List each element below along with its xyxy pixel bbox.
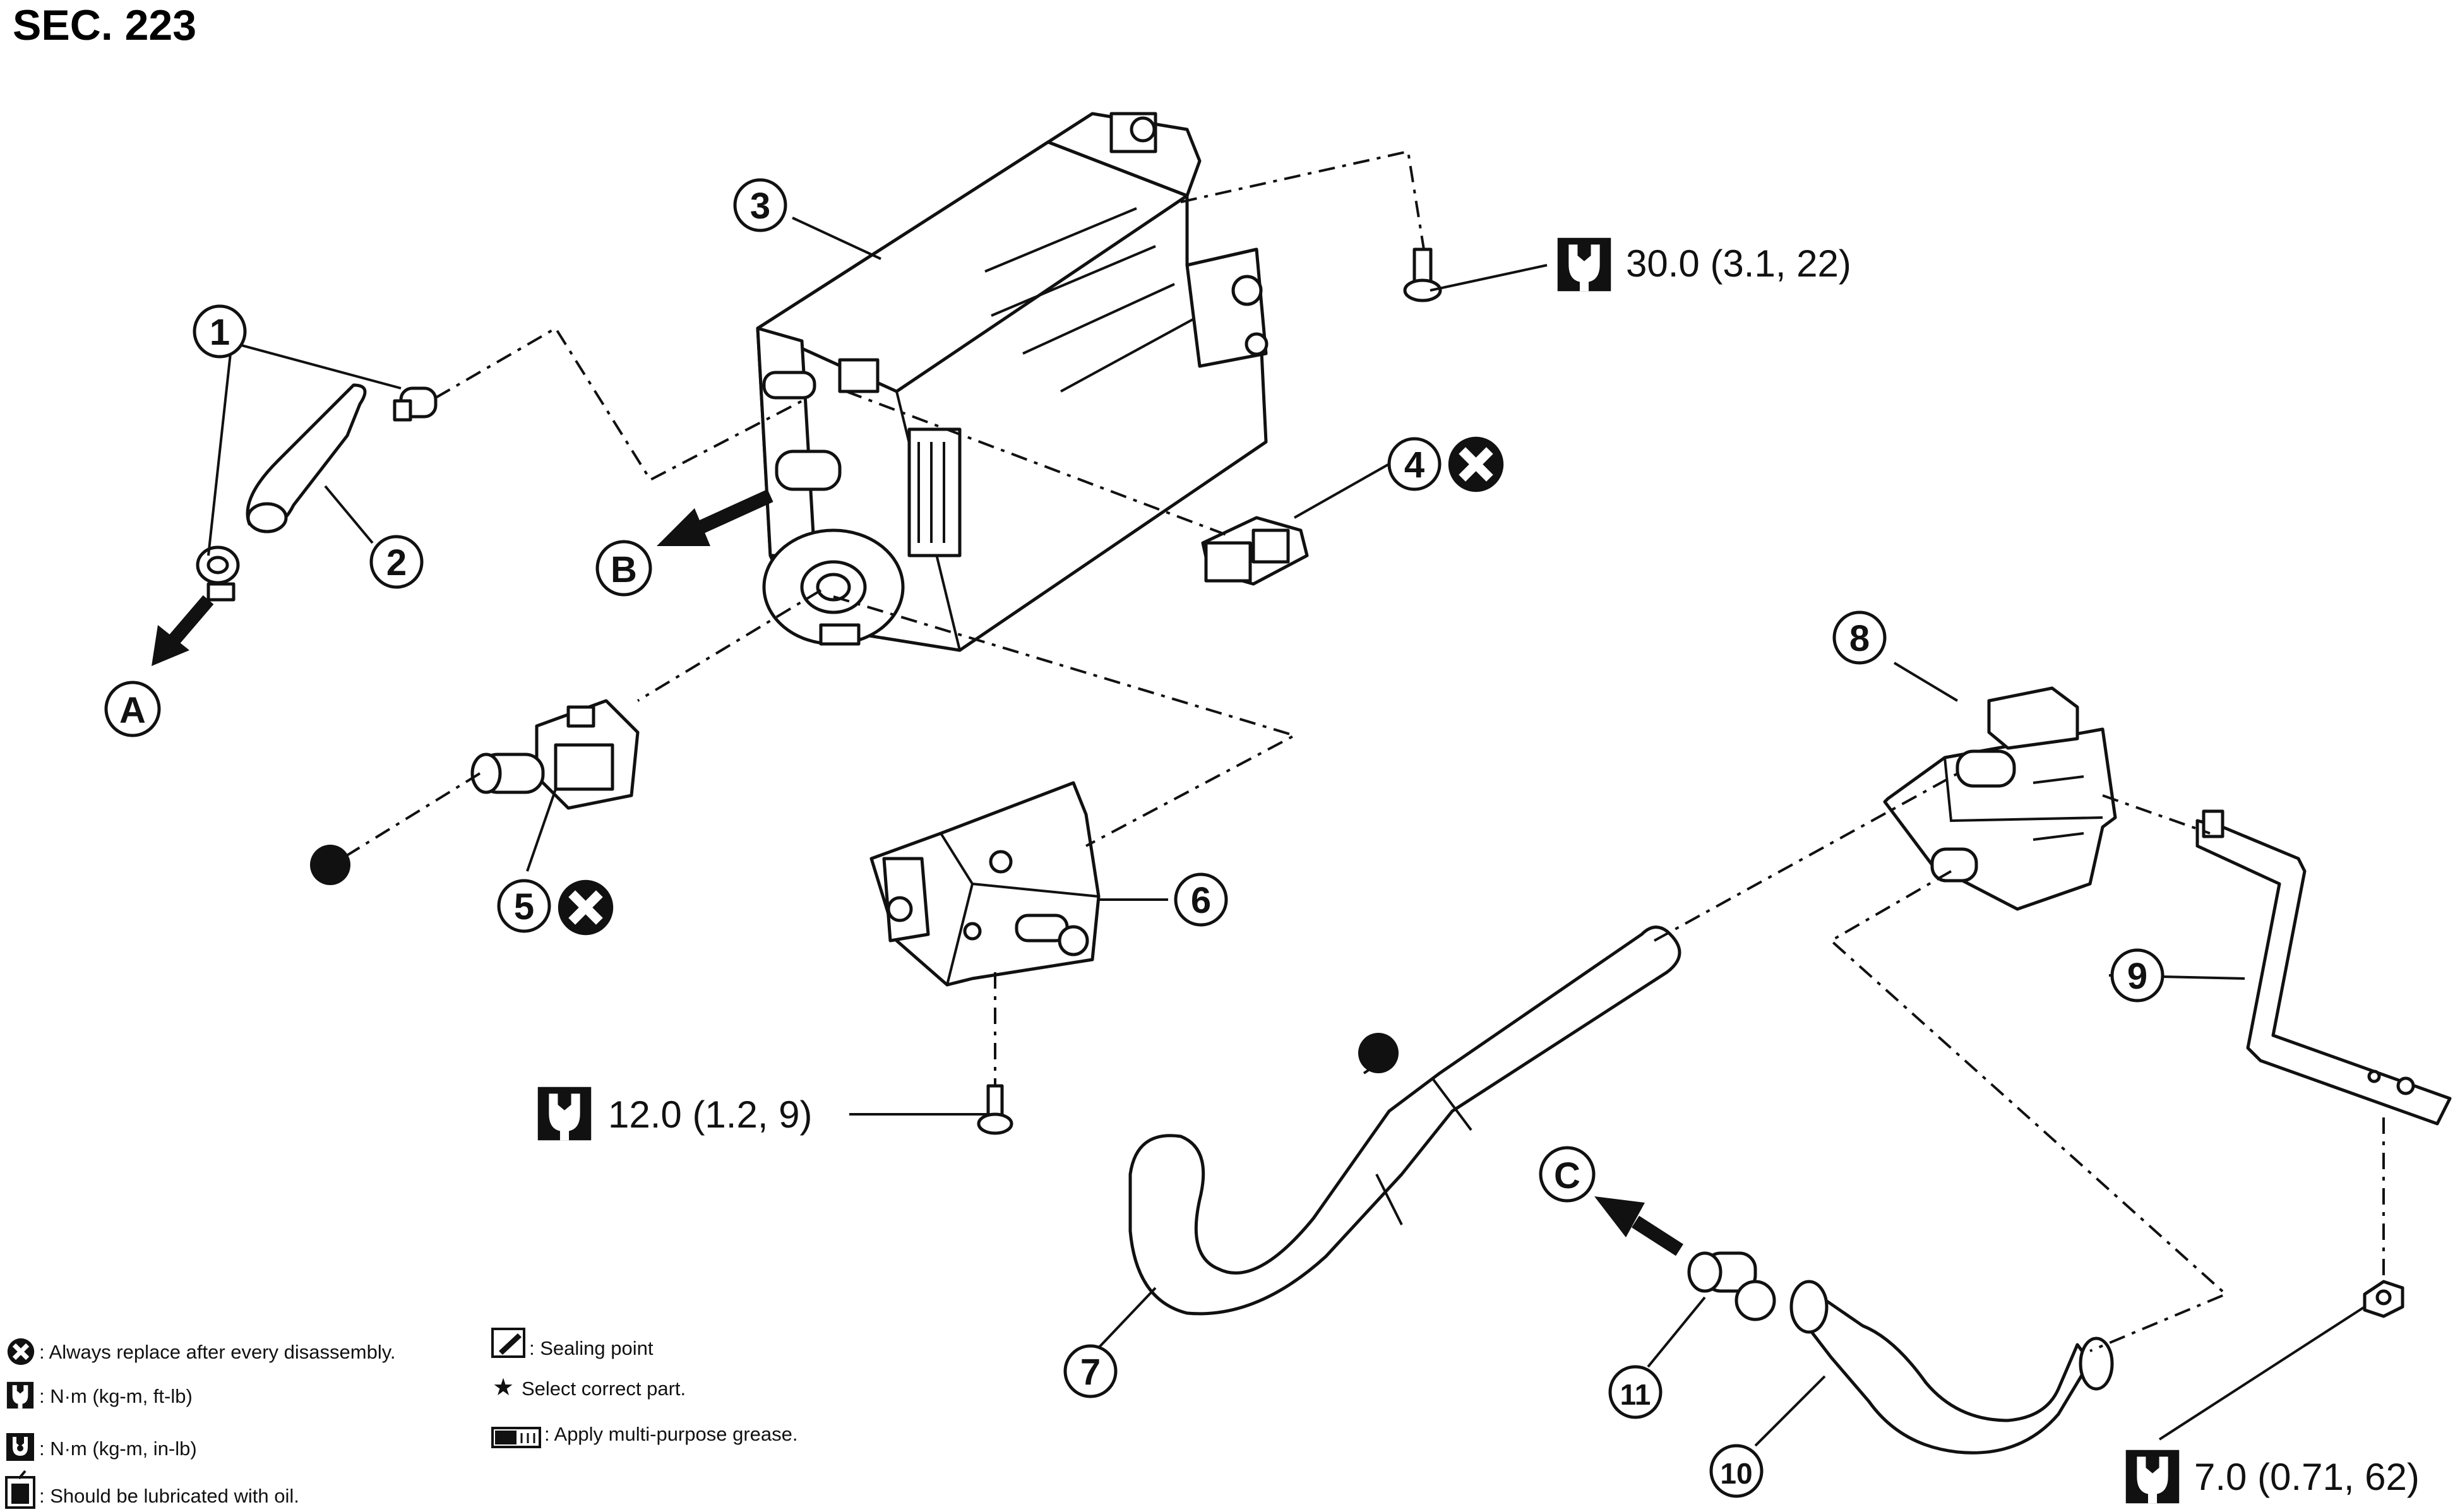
callout-1: 1 [193,304,247,359]
callout-c: C [1539,1146,1596,1203]
callout-8: 8 [1832,610,1887,665]
legend: : Always replace after every disassembly… [5,1328,798,1509]
legend-replace: : Always replace after every disassembly… [39,1341,396,1363]
torque-wrench-icon [1557,237,1611,292]
replace-x-icon [1448,437,1503,492]
legend-grease: : Apply multi-purpose grease. [544,1423,798,1445]
oil-can-icon [5,1470,35,1509]
svg-text:10: 10 [1720,1457,1752,1490]
sealing-brush-icon [491,1328,525,1358]
svg-text:6: 6 [1191,880,1211,921]
hose-part-10 [1789,1280,2114,1455]
evap-canister [756,112,1269,652]
legend-nm-inlb: : N·m (kg-m, in-lb) [39,1438,197,1460]
grease-tube-icon [491,1427,541,1448]
svg-text:B: B [611,549,637,590]
replace-x-icon [8,1338,34,1365]
callout-10: 10 [1709,1444,1764,1498]
callout-b: B [595,540,652,597]
svg-text:3: 3 [750,186,770,227]
quick-connector-part-11 [1687,1251,1776,1321]
filled-dot-icon [310,845,350,885]
nut-bracket-9 [2363,1280,2404,1318]
filled-dot-icon [1358,1033,1399,1073]
torque-wrench-icon [6,1381,34,1409]
legend-nm-ftlb: : N·m (kg-m, ft-lb) [39,1385,193,1407]
legend-sealing: : Sealing point [529,1337,654,1359]
svg-text:9: 9 [2127,956,2147,997]
svg-text:A: A [119,690,146,731]
star-icon: ★ [493,1374,514,1401]
callout-2: 2 [369,535,424,589]
svg-text:7: 7 [1080,1352,1101,1393]
arrow-b [657,489,773,546]
svg-text:8: 8 [1849,618,1870,659]
replace-x-icon [558,880,613,935]
hose-clamp-upper [393,386,438,422]
svg-text:5: 5 [514,886,534,927]
torque-value-1: 30.0 (3.1, 22) [1626,242,1851,285]
hose-clamp-lower [196,545,240,602]
callout-7: 7 [1063,1344,1118,1398]
callout-5: 5 [497,879,551,933]
svg-text:2: 2 [386,542,407,583]
control-valve-part-4 [1201,516,1309,586]
callout-9: 9 [2110,948,2164,1003]
callout-6: 6 [1174,872,1228,927]
legend-oil: : Should be lubricated with oil. [39,1485,299,1507]
evap-valve-part-8 [1883,686,2117,911]
callout-4: 4 [1387,437,1442,491]
arrow-c [1594,1196,1683,1256]
svg-text:1: 1 [210,312,230,353]
vent-control-valve [470,699,640,810]
assembly-lines [330,150,2385,1352]
purge-hose-part-7 [1128,926,1681,1316]
svg-text:4: 4 [1404,444,1424,485]
callout-3: 3 [733,178,787,232]
torque-wrench-icon [2125,1449,2180,1504]
section-label: SEC. 223 [13,1,196,49]
svg-text:C: C [1554,1155,1580,1196]
canister-bracket [869,781,1101,987]
callout-a: A [104,681,161,737]
arrow-a [152,595,214,666]
torque-wrench-inlb-icon [6,1433,34,1461]
bolt-bracket-6 [977,1084,1013,1135]
torque-wrench-icon [537,1086,592,1141]
torque-value-2: 12.0 (1.2, 9) [608,1093,813,1136]
drain-hose [246,383,367,533]
bolt-canister-top [1403,247,1442,302]
svg-text:11: 11 [1620,1378,1651,1411]
valve-bracket [2195,809,2452,1126]
callout-11: 11 [1608,1365,1663,1419]
legend-correct: Select correct part. [522,1378,686,1400]
torque-value-3: 7.0 (0.71, 62) [2194,1456,2420,1498]
